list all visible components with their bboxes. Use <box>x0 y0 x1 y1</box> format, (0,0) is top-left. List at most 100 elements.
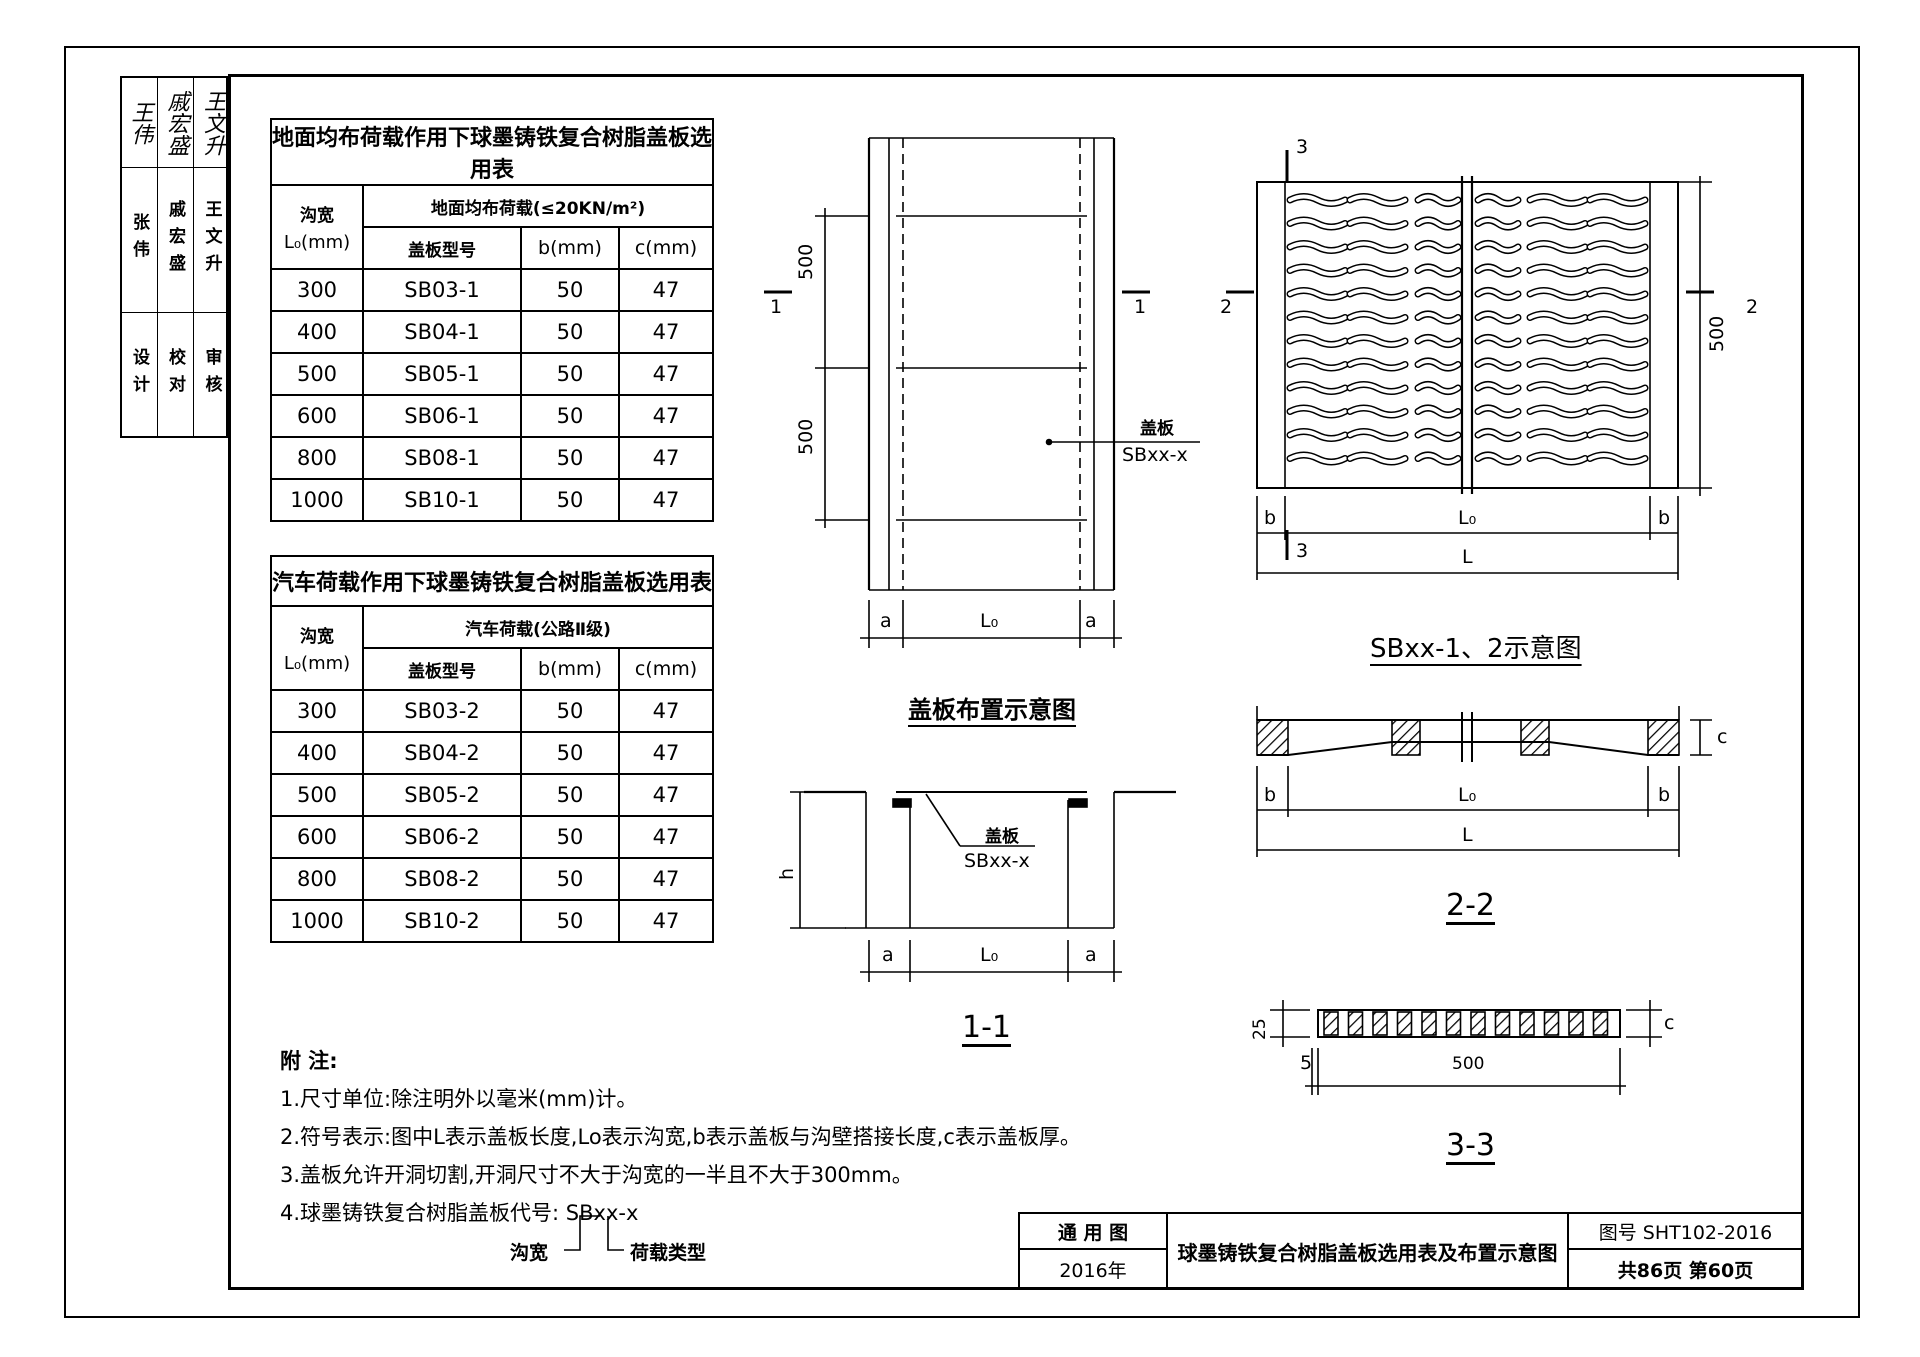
slot-inner <box>1416 194 1460 206</box>
table-cell: 47 <box>618 815 714 859</box>
slot-inner <box>1288 288 1347 300</box>
table-cell: 50 <box>520 394 620 438</box>
section33-bar <box>1445 1011 1462 1036</box>
table2-header-model: 盖板型号 <box>362 647 522 691</box>
table-cell: SB03-1 <box>362 268 522 312</box>
table-cell: 47 <box>618 857 714 901</box>
section-11-drawing <box>790 790 1176 982</box>
layout-dim-500-upper: 500 <box>795 243 817 280</box>
plate-dim-l0: L₀ <box>1458 507 1477 529</box>
note-4: 4.球墨铸铁复合树脂盖板代号: SBxx-x <box>280 1201 639 1225</box>
slot-inner <box>1416 218 1460 229</box>
code-label-load: 荷载类型 <box>630 1242 707 1264</box>
slot-inner <box>1476 265 1520 276</box>
section33-bar <box>1347 1011 1364 1036</box>
slot-inner <box>1416 406 1460 417</box>
role-review: 审核 <box>201 347 222 402</box>
table-cell: 50 <box>520 899 620 943</box>
table-cell: 47 <box>618 352 714 396</box>
slot-inner <box>1348 241 1407 253</box>
slot-inner <box>1416 241 1460 253</box>
table2-col1-header: 沟宽 L₀(mm) <box>270 605 364 691</box>
slot-inner <box>1416 359 1460 370</box>
table-cell: 50 <box>520 352 620 396</box>
table-cell: 47 <box>618 478 714 522</box>
signature-strip: 王伟 戚宏盛 王文升 张伟 戚宏盛 王文升 设计 校对 审核 <box>120 76 230 438</box>
slot-inner <box>1528 382 1587 394</box>
slot-inner <box>1528 194 1587 206</box>
slot-inner <box>1416 453 1460 464</box>
notes: 附 注: 1.尺寸单位:除注明外以毫米(mm)计。 2.符号表示:图中L表示盖板… <box>280 1042 1081 1232</box>
slot-inner <box>1476 453 1520 464</box>
slot-inner <box>1528 312 1587 323</box>
section33-bar <box>1592 1011 1609 1036</box>
table-cell: 50 <box>520 268 620 312</box>
slot-inner <box>1528 265 1587 276</box>
section-22-drawing <box>1256 706 1712 857</box>
table-cell: 47 <box>618 689 714 733</box>
slot-inner <box>1476 241 1520 253</box>
table-cell: SB06-1 <box>362 394 522 438</box>
table-cell: SB08-2 <box>362 857 522 901</box>
slot-inner <box>1588 288 1647 300</box>
slot-inner <box>1348 218 1407 229</box>
plate-dim-500: 500 <box>1706 315 1728 352</box>
section33-bar <box>1519 1011 1535 1036</box>
section22-dim-b-left: b <box>1264 784 1277 806</box>
slot-inner <box>1416 288 1460 300</box>
table-cell: 47 <box>618 773 714 817</box>
table-cell: 50 <box>520 815 620 859</box>
plate-mark-2-left: 2 <box>1220 296 1233 318</box>
slot-inner <box>1288 453 1347 464</box>
layout-section-mark-right: 1 <box>1134 296 1147 318</box>
table-cell: SB04-2 <box>362 731 522 775</box>
note-2: 2.符号表示:图中L表示盖板长度,Lo表示沟宽,b表示盖板与沟壁搭接长度,c表示… <box>280 1125 1081 1149</box>
layout-dim-l0: L₀ <box>980 610 999 632</box>
table-cell: 400 <box>270 310 364 354</box>
plate-mark-3-top: 3 <box>1296 136 1309 158</box>
plate-dim-b-left: b <box>1264 507 1277 529</box>
table1-header-model: 盖板型号 <box>362 226 522 270</box>
signature-2: 戚宏盛 <box>158 78 194 168</box>
slot-inner <box>1528 406 1587 417</box>
section33-bar <box>1494 1011 1511 1036</box>
table-cell: SB03-2 <box>362 689 522 733</box>
section33-dim-c: c <box>1664 1012 1675 1034</box>
table-cell: 47 <box>618 394 714 438</box>
tb-drawing-no: 图号 SHT102-2016 <box>1567 1212 1804 1250</box>
layout-plan-drawing <box>764 137 1200 648</box>
section11-caption: 1-1 <box>962 1010 1011 1045</box>
name-3: 王文升 <box>194 168 230 313</box>
slot-inner <box>1528 288 1587 300</box>
slot-inner <box>1476 312 1520 323</box>
slot-inner <box>1288 382 1347 394</box>
section11-cover-code: SBxx-x <box>964 850 1030 872</box>
slot-inner <box>1348 288 1407 300</box>
slot-inner <box>1528 359 1587 370</box>
slot-inner <box>1476 335 1520 347</box>
slot-inner <box>1476 288 1520 300</box>
section11-dim-h: h <box>776 867 798 880</box>
plate-dim-l: L <box>1462 546 1473 568</box>
slot-inner <box>1476 194 1520 206</box>
table-cell: SB08-1 <box>362 436 522 480</box>
slot-inner <box>1588 194 1647 206</box>
table1-title: 地面均布荷载作用下球墨铸铁复合树脂盖板选用表 <box>270 118 714 186</box>
table1-col1-header: 沟宽 L₀(mm) <box>270 184 364 270</box>
plate-mark-3-bottom: 3 <box>1296 540 1309 562</box>
slot-inner <box>1528 241 1587 253</box>
slot-inner <box>1588 312 1647 323</box>
code-label-width: 沟宽 <box>510 1242 549 1264</box>
slot-inner <box>1288 359 1347 370</box>
slot-inner <box>1288 265 1347 276</box>
slot-inner <box>1528 453 1587 464</box>
plate-dim-b-right: b <box>1658 507 1671 529</box>
table-cell: 300 <box>270 689 364 733</box>
plate-plan-caption: SBxx-1、2示意图 <box>1370 634 1582 664</box>
table-cell: 1000 <box>270 478 364 522</box>
table-cell: 47 <box>618 436 714 480</box>
